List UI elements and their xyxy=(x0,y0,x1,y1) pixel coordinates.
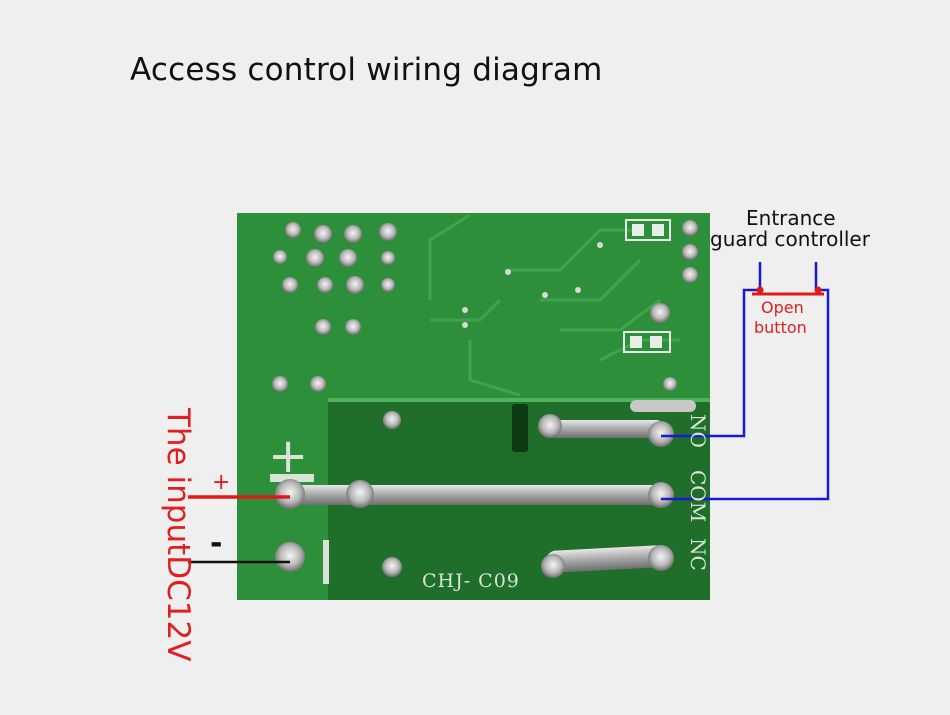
page-title: Access control wiring diagram xyxy=(130,52,603,88)
entrance-label-line1: Entrance xyxy=(746,206,836,230)
board-plus-mark: + xyxy=(268,428,309,484)
entrance-label-line2: guard controller xyxy=(710,227,870,251)
input-voltage-label: The inputDC12V xyxy=(160,408,196,662)
pcb-pins xyxy=(272,220,698,577)
terminal-nc-label: NC xyxy=(686,538,710,571)
board-model-label: CHJ- C09 xyxy=(422,570,520,592)
open-button-label-line2: button xyxy=(754,318,807,337)
negative-sign: - xyxy=(210,526,223,561)
wire-com xyxy=(661,288,830,501)
terminal-pads xyxy=(275,414,674,578)
wire-no xyxy=(661,288,760,438)
positive-sign: + xyxy=(212,470,231,495)
pcb-traces xyxy=(428,213,680,397)
open-button-label-line1: Open xyxy=(761,298,804,317)
terminal-no-label: NO xyxy=(686,414,710,448)
solder-strips xyxy=(290,420,666,573)
terminal-com-label: COM xyxy=(686,470,710,523)
